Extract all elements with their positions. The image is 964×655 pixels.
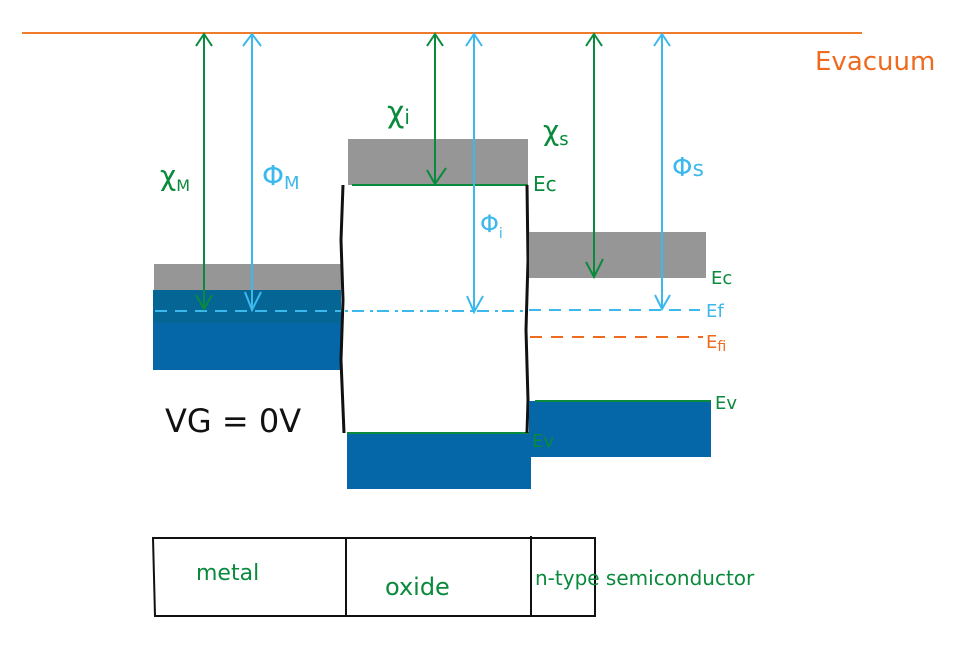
region-label-metal: metal [196, 561, 259, 586]
ev-semi-label: Ev [715, 393, 737, 414]
semi-conduction-band [529, 232, 706, 278]
phi-i-arrow [465, 32, 484, 315]
phi-s-arrow [653, 32, 671, 312]
phi-m-label: ΦM [262, 159, 300, 194]
chi-s-arrow [585, 32, 604, 280]
oxide-right-wall [524, 184, 530, 434]
oxide-left-wall [339, 184, 346, 434]
chi-i-label: χi [387, 95, 410, 130]
ef-label: Ef [706, 301, 724, 322]
phi-m-arrow [242, 32, 262, 313]
ec-semi-label: Ec [711, 268, 732, 289]
oxide-conduction-band [348, 139, 528, 185]
chi-m-arrow [195, 32, 213, 312]
chi-m-label: χM [160, 159, 190, 195]
ev-oxide-label: Ev [532, 431, 554, 452]
phi-i-label: Φi [480, 210, 503, 242]
structure-table [151, 536, 596, 617]
ec-oxide-label: Ec [533, 172, 557, 196]
evacuum-label: Evacuum [815, 47, 935, 77]
metal-filled-band-lower [153, 323, 341, 370]
chi-i-arrow [426, 32, 447, 186]
metal-conduction-band [154, 264, 341, 290]
efi-label: Efi [706, 332, 726, 355]
chi-s-label: χs [543, 114, 569, 150]
region-label-oxide: oxide [385, 573, 450, 601]
phi-s-label: Φs [672, 153, 704, 183]
oxide-valence-band [347, 433, 531, 489]
semi-valence-band [529, 401, 711, 457]
region-label-semiconductor: n-type semiconductor [535, 566, 755, 590]
gate-voltage-label: VG = 0V [165, 402, 301, 440]
